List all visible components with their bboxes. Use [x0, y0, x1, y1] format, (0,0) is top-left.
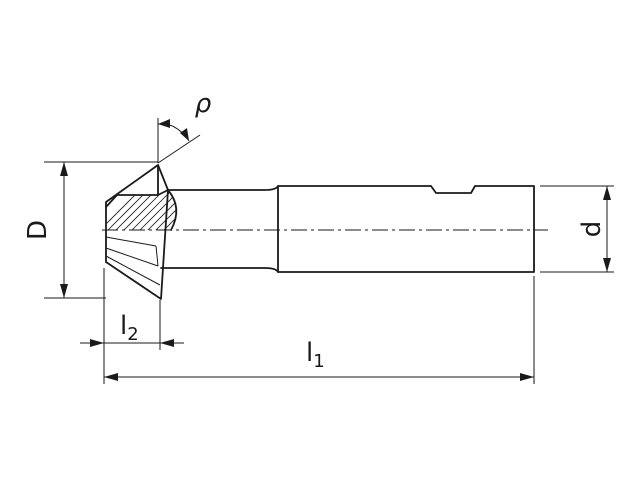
- tool-shank: [160, 185, 535, 273]
- label-l1: l1: [306, 338, 325, 372]
- extension-lines: [44, 118, 614, 384]
- label-l1-base: l: [306, 338, 313, 368]
- label-l2-base: l: [120, 311, 127, 341]
- label-d: d: [577, 221, 607, 238]
- label-l2-sub: 2: [127, 324, 138, 345]
- dimension-d: [603, 186, 611, 272]
- label-rho: ρ: [195, 89, 212, 119]
- cutter-head: [105, 164, 178, 300]
- angle-rho: [157, 119, 190, 142]
- label-l2: l2: [120, 311, 139, 345]
- dimension-l2: [80, 339, 184, 347]
- label-l1-sub: 1: [313, 351, 324, 372]
- dimension-D: [60, 162, 68, 298]
- section-hatching: [106, 190, 177, 230]
- dimension-l1: [104, 373, 534, 381]
- label-D: D: [23, 220, 53, 240]
